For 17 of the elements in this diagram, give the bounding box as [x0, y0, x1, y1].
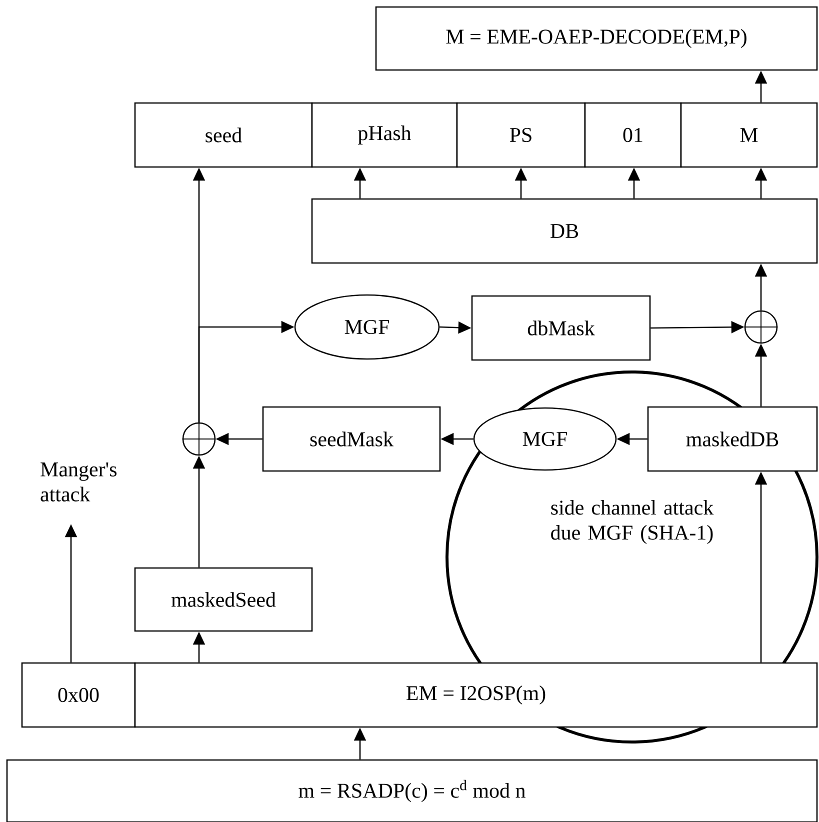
xor-symbol: [744, 310, 778, 344]
annotation-text: side channel attack due MGF (SHA-1): [551, 500, 714, 544]
process-box: dbMask: [471, 295, 651, 361]
process-box: m = RSADP(c) = c$^{d}$ mod n: [6, 759, 818, 822]
process-box: M: [680, 102, 818, 168]
process-box: PS: [456, 102, 586, 168]
process-box: seed: [134, 102, 313, 168]
process-box: seedMask: [262, 406, 441, 472]
process-box: maskedSeed: [134, 567, 313, 632]
xor-symbol: [182, 422, 216, 456]
process-box: 01: [584, 102, 682, 168]
annotation-text: Manger's attack: [40, 462, 116, 502]
process-box: DB: [311, 198, 818, 264]
process-box: pHash: [311, 102, 458, 168]
process-box: 0x00: [21, 662, 136, 728]
process-box: M = EME-OAEP-DECODE(EM,P): [375, 6, 818, 71]
process-box: maskedDB: [647, 406, 818, 472]
